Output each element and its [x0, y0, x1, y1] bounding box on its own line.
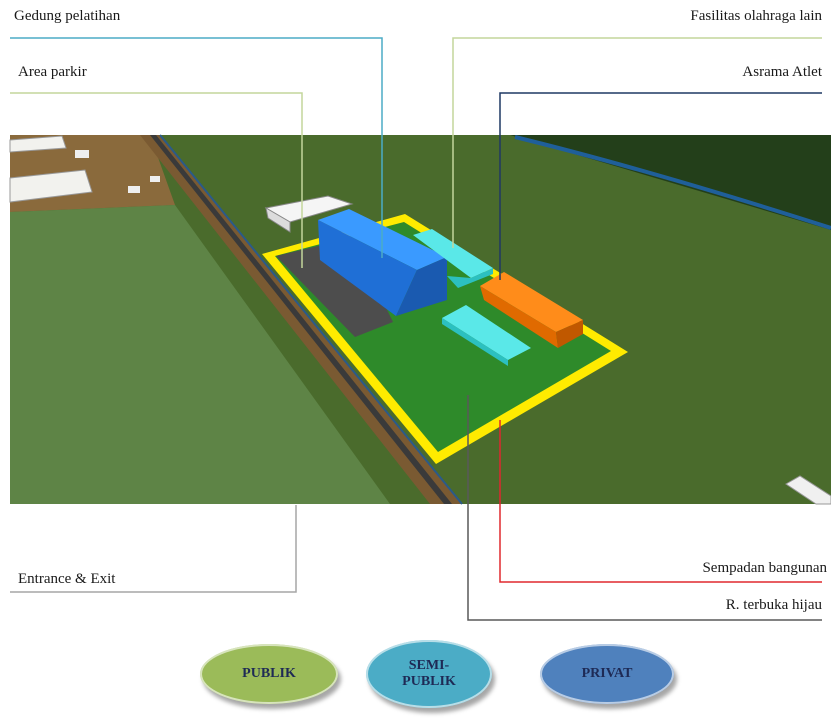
legend-semi-publik: SEMI- PUBLIK: [366, 640, 492, 708]
existing-building-1: [9, 135, 67, 153]
existing-building-2: [9, 169, 93, 203]
legend-privat-label: PRIVAT: [581, 666, 633, 681]
existing-building-5: [150, 176, 160, 182]
dark-field: [510, 135, 831, 230]
road-center-line: [150, 135, 452, 504]
leader-fasilitas: [452, 37, 822, 248]
label-entrance-exit: Entrance & Exit: [18, 571, 116, 587]
legend-publik-label: PUBLIK: [242, 666, 296, 681]
sport-facility-2: [442, 305, 531, 360]
label-area-parkir: Area parkir: [18, 64, 87, 80]
legend-publik: PUBLIK: [200, 644, 338, 704]
existing-building-3: [75, 150, 89, 158]
label-asrama-atlet: Asrama Atlet: [742, 64, 822, 80]
athlete-dormitory: [480, 272, 583, 332]
leader-hijau: [467, 395, 822, 621]
water-channel: [514, 135, 831, 230]
label-sempadan-bangunan: Sempadan bangunan: [702, 560, 827, 576]
leader-area-parkir: [10, 92, 303, 268]
existing-building-4: [128, 186, 140, 193]
label-gedung-pelatihan: Gedung pelatihan: [14, 8, 121, 24]
road-edge: [159, 134, 463, 505]
small-structure: [785, 475, 831, 505]
sport-facility-1: [413, 229, 493, 278]
label-ruang-terbuka-hijau: R. terbuka hijau: [725, 597, 822, 613]
leader-asrama: [499, 92, 822, 280]
leader-sempadan: [499, 420, 822, 583]
leader-entrance: [10, 505, 297, 593]
leader-gedung-pelatihan: [10, 37, 383, 258]
legend-semi-publik-label: SEMI- PUBLIK: [402, 658, 456, 689]
legend-privat: PRIVAT: [540, 644, 674, 704]
label-fasilitas-olahraga: Fasilitas olahraga lain: [690, 8, 822, 24]
left-field: [10, 205, 390, 504]
